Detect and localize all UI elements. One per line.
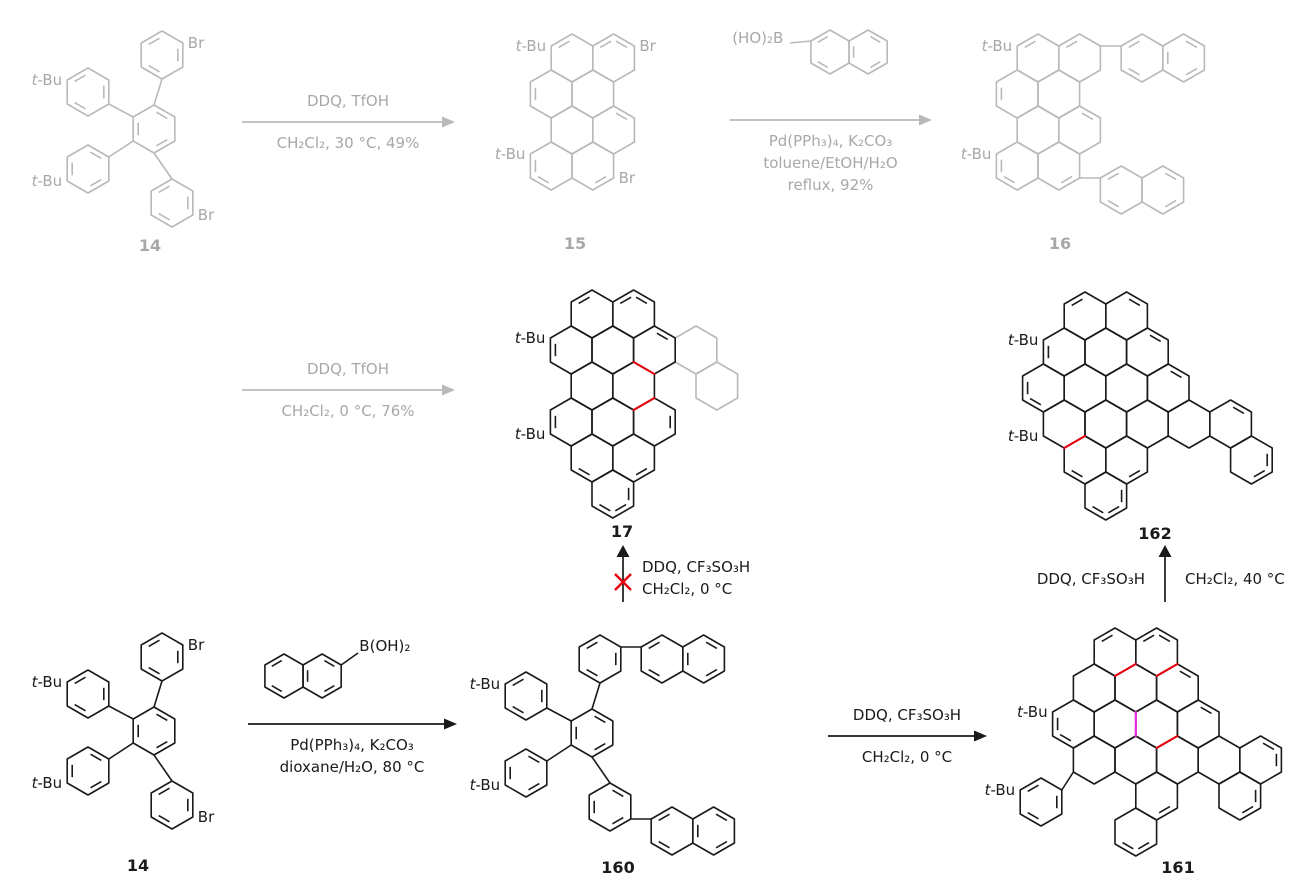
svg-text:t-Bu: t-Bu <box>470 675 501 693</box>
structure-160-drawing: t-Bu t-Bu <box>470 634 736 856</box>
svg-text:Br: Br <box>639 37 656 55</box>
svg-text:t-Bu: t-Bu <box>470 776 501 794</box>
structure-16-drawing: t-Bu t-Bu <box>961 33 1206 215</box>
arrow-head <box>442 384 455 396</box>
svg-text:t-Bu: t-Bu <box>32 172 63 190</box>
svg-text:t-Bu: t-Bu <box>982 37 1013 55</box>
svg-text:B(OH)₂: B(OH)₂ <box>359 637 410 655</box>
structure-161-drawing: t-Bu t-Bu <box>985 627 1283 857</box>
arrow-up-crossed-icon <box>614 545 632 602</box>
svg-text:Br: Br <box>188 636 205 654</box>
reaction-6: B(OH)₂ Pd(PPh₃)₄, K₂CO₃ dioxane/H₂O, 80 … <box>246 616 458 778</box>
compound-number: 15 <box>563 234 587 253</box>
arrow-right-icon <box>248 718 457 730</box>
svg-text:t-Bu: t-Bu <box>515 329 546 347</box>
reaction-3: DDQ, TfOH CH₂Cl₂, 0 °C, 76% <box>240 358 456 422</box>
reaction-2-conditions-1: Pd(PPh₃)₄, K₂CO₃ <box>768 132 893 150</box>
structure-17-drawing: t-Bu t-Bu <box>515 289 739 519</box>
compound-number: 14 <box>138 236 162 255</box>
reaction-6-conditions-1: Pd(PPh₃)₄, K₂CO₃ <box>290 736 414 754</box>
reaction-7: DDQ, CF₃SO₃H CH₂Cl₂, 0 °C <box>826 704 988 768</box>
reaction-2: (HO)₂B Pd(PPh₃)₄, K₂CO₃ toluene/EtOH/H₂O… <box>728 6 933 196</box>
svg-text:Br: Br <box>198 206 215 224</box>
arrow-right-icon <box>828 730 987 742</box>
reaction-4: DDQ, CF₃SO₃H CH₂Cl₂, 0 °C <box>642 556 750 600</box>
svg-text:t-Bu: t-Bu <box>1008 331 1039 349</box>
svg-text:t-Bu: t-Bu <box>1008 427 1039 445</box>
reaction-4-conditions: CH₂Cl₂, 0 °C <box>642 580 733 598</box>
svg-text:t-Bu: t-Bu <box>495 145 526 163</box>
svg-text:(HO)₂B: (HO)₂B <box>732 29 783 47</box>
reaction-2-conditions-3: reflux, 92% <box>787 176 874 194</box>
svg-text:t-Bu: t-Bu <box>32 774 63 792</box>
svg-text:t-Bu: t-Bu <box>515 425 546 443</box>
reaction-1-conditions: CH₂Cl₂, 30 °C, 49% <box>276 134 420 152</box>
arrow-right-icon <box>242 384 455 396</box>
compound-number: 14 <box>126 856 150 875</box>
arrow-head <box>616 545 630 557</box>
reaction-3-conditions: CH₂Cl₂, 0 °C, 76% <box>281 402 415 420</box>
reaction-6-conditions-2: dioxane/H₂O, 80 °C <box>279 758 425 776</box>
svg-text:t-Bu: t-Bu <box>516 37 547 55</box>
red-cross-icon <box>614 573 632 591</box>
naphthalene-boronic-acid-drawing: B(OH)₂ <box>264 637 410 699</box>
svg-text:t-Bu: t-Bu <box>1017 703 1048 721</box>
arrow-head <box>442 116 455 128</box>
svg-text:t-Bu: t-Bu <box>32 673 63 691</box>
reaction-1-reagents: DDQ, TfOH <box>307 92 389 110</box>
compound-number: 161 <box>1161 858 1195 877</box>
compound-number: 16 <box>1048 234 1072 253</box>
arrow-head <box>919 114 932 126</box>
compound-number: 17 <box>610 522 634 541</box>
arrow-right-icon <box>730 114 932 126</box>
reaction-7-reagents: DDQ, CF₃SO₃H <box>852 706 962 724</box>
reaction-3-reagents: DDQ, TfOH <box>307 360 389 378</box>
svg-text:t-Bu: t-Bu <box>961 145 992 163</box>
svg-text:Br: Br <box>619 169 636 187</box>
reaction-2-conditions-2: toluene/EtOH/H₂O <box>763 154 898 172</box>
reaction-5-conditions: CH₂Cl₂, 40 °C <box>1185 570 1285 588</box>
reaction-1: DDQ, TfOH CH₂Cl₂, 30 °C, 49% <box>240 90 456 154</box>
svg-text:Br: Br <box>188 34 205 52</box>
reaction-4-reagents: DDQ, CF₃SO₃H <box>642 558 751 576</box>
arrow-head <box>1158 545 1172 557</box>
svg-text:t-Bu: t-Bu <box>32 71 63 89</box>
reaction-5-reagents: DDQ, CF₃SO₃H <box>1036 570 1145 588</box>
arrow-head <box>974 730 987 742</box>
svg-text:Br: Br <box>198 808 215 826</box>
arrow-head <box>444 718 457 730</box>
reaction-7-conditions: CH₂Cl₂, 0 °C <box>861 748 953 766</box>
structure-162-drawing: t-Bu t-Bu <box>1008 291 1274 521</box>
compound-number: 160 <box>601 858 635 877</box>
svg-text:t-Bu: t-Bu <box>985 781 1015 799</box>
arrow-up-icon <box>1158 545 1172 602</box>
naphthalene-boronic-acid-drawing: (HO)₂B <box>732 29 888 75</box>
compound-number: 162 <box>1138 524 1172 543</box>
arrow-right-icon <box>242 116 455 128</box>
